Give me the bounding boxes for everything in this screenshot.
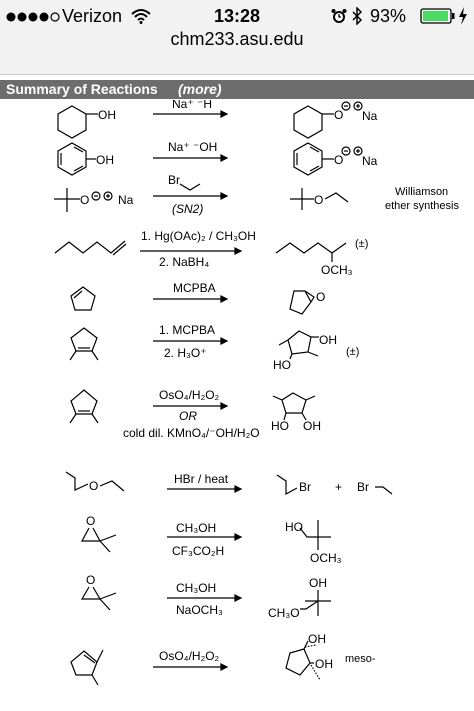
cyclopentene-ring — [70, 286, 96, 311]
reaction-row: OsO₄/H₂O₂ OR cold dil. KMnO₄/⁻OH/H₂O HO … — [69, 388, 321, 440]
reaction-row: O CH₃OH NaOCH₃ OH CH₃O — [80, 573, 331, 620]
product-label: OH — [309, 576, 327, 590]
stereo-note: (±) — [346, 346, 359, 358]
start-label: OH — [96, 153, 114, 167]
alarm-clock-icon — [331, 9, 347, 23]
reagent-top: MCPBA — [173, 281, 216, 295]
product-label: O — [314, 193, 323, 207]
reagent-top: 1. MCPBA — [159, 323, 215, 337]
product-label: HO — [273, 358, 291, 372]
battery-percent: 93% — [370, 6, 407, 26]
browser-chrome — [0, 0, 474, 75]
reagent-top: Br — [168, 173, 180, 187]
reaction-row: O Na Br (SN2) O Williamson ether synthes… — [54, 173, 459, 216]
cyclopentane-ring — [289, 290, 312, 315]
counterion: Na — [118, 193, 134, 207]
product-label: Br — [299, 480, 311, 494]
product-label: OH — [315, 657, 333, 671]
cyclopentane-ring — [281, 392, 307, 414]
stereo-note: (±) — [355, 238, 368, 250]
reaction-row: O CH₃OH CF₃CO₂H HO OCH₃ — [80, 514, 342, 565]
cyclohexane-ring — [57, 105, 87, 139]
reagent-top: HBr / heat — [174, 472, 229, 486]
reagent-top: Na⁺ ⁻OH — [168, 140, 217, 154]
product-label: OCH₃ — [321, 263, 353, 277]
reagent-top: Na⁺ ⁻H — [172, 100, 212, 111]
reagent-bottom: (SN2) — [172, 202, 203, 216]
product-label: Br — [357, 480, 369, 494]
start-label: O — [89, 479, 98, 493]
product-label: O — [316, 290, 325, 304]
start-label: OH — [98, 108, 116, 122]
product-label: CH₃O — [268, 606, 300, 620]
cyclopentene-ring — [70, 650, 98, 676]
benzene-ring — [293, 142, 323, 176]
reaction-scheme: OH Na⁺ ⁻H O Na OH Na⁺ ⁻OH O Na O Na Br — [54, 100, 459, 686]
product-label: HO — [285, 520, 303, 534]
battery-icon — [420, 8, 455, 24]
reaction-row: OH Na⁺ ⁻H O Na — [57, 100, 378, 139]
reagent-bottom: 2. H₃O⁺ — [164, 346, 207, 360]
product-label: OH — [319, 333, 337, 347]
cyclohexane-ring — [293, 105, 323, 139]
more-link[interactable]: (more) — [178, 81, 222, 97]
start-label: O — [80, 193, 89, 207]
section-title: Summary of Reactions — [6, 81, 158, 97]
plus-sign: + — [335, 480, 342, 494]
start-label: O — [86, 573, 95, 587]
reaction-note: ether synthesis — [385, 200, 459, 212]
reagent-top: CH₃OH — [176, 581, 216, 595]
start-label: O — [86, 514, 95, 528]
product-label: OH — [303, 419, 321, 433]
reagent-bottom: CF₃CO₂H — [172, 544, 224, 558]
reaction-row: O HBr / heat Br + Br — [65, 471, 393, 496]
cyclopentane-ring — [285, 648, 311, 676]
reagent-bottom: cold dil. KMnO₄/⁻OH/H₂O — [123, 426, 260, 440]
counterion: Na — [362, 154, 378, 168]
reaction-row: OH Na⁺ ⁻OH O Na — [57, 140, 378, 176]
reagent-bottom: NaOCH₃ — [176, 603, 223, 617]
cyclopentene-ring — [70, 327, 98, 352]
product-label: OCH₃ — [310, 551, 342, 565]
url-bar[interactable]: chm233.asu.edu — [170, 29, 304, 49]
product-label: O — [334, 108, 343, 122]
cyclopentene-ring — [70, 389, 98, 415]
reagent-top: OsO₄/H₂O₂ — [159, 388, 220, 402]
reaction-row: OsO₄/H₂O₂ OH OH meso- — [70, 632, 376, 686]
wifi-icon — [131, 9, 151, 24]
product-label: O — [334, 153, 343, 167]
product-label: HO — [271, 419, 289, 433]
bluetooth-icon — [352, 7, 362, 25]
reagent-top: 1. Hg(OAc)₂ / CH₃OH — [141, 229, 256, 243]
product-label: OH — [308, 632, 326, 646]
reagent-top: OsO₄/H₂O₂ — [159, 649, 220, 663]
section-banner: Summary of Reactions (more) — [0, 80, 474, 99]
reagent-middle: OR — [179, 409, 197, 423]
carrier-name: Verizon — [62, 6, 123, 26]
counterion: Na — [362, 109, 378, 123]
reagent-top: CH₃OH — [176, 521, 216, 535]
reaction-row: MCPBA O — [70, 281, 325, 315]
charging-bolt-icon — [459, 7, 467, 25]
reagent-bottom: 2. NaBH₄ — [159, 255, 209, 269]
reaction-row: 1. Hg(OAc)₂ / CH₃OH 2. NaBH₄ OCH₃ (±) — [54, 229, 368, 277]
reaction-note: Williamson — [395, 186, 448, 198]
clock-time: 13:28 — [214, 6, 261, 26]
reaction-row: 1. MCPBA 2. H₃O⁺ OH HO (±) — [69, 323, 359, 372]
cyclopentane-ring — [287, 330, 312, 355]
signal-dots-icon — [6, 12, 60, 22]
benzene-ring — [57, 142, 87, 176]
stereo-note: meso- — [345, 653, 376, 665]
